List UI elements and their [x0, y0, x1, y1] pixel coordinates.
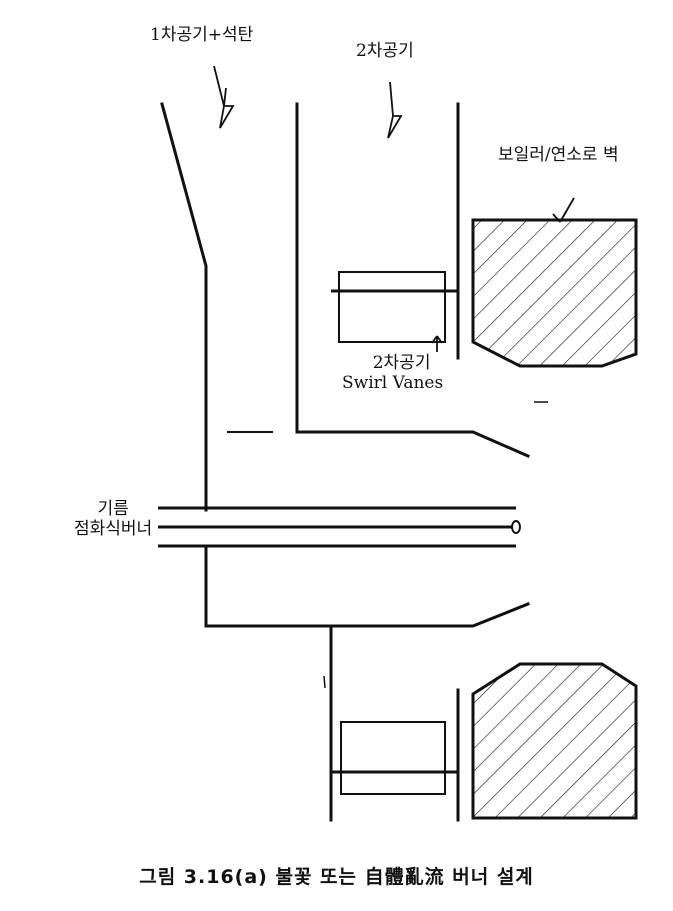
- label-oil-ignition: 기름 점화식버너: [74, 499, 153, 539]
- label-secondary-air: 2차공기: [356, 41, 414, 61]
- primary-air-arrow: [213, 65, 235, 129]
- swirl-vanes-lower: [340, 721, 446, 795]
- label-primary-air-coal: 1차공기+석탄: [150, 25, 254, 45]
- label-swirl-vanes: 2차공기 Swirl Vanes: [342, 353, 444, 393]
- wall-pointer-arrow: [552, 197, 575, 223]
- label-swirl-vanes-line1: 2차공기: [372, 353, 431, 373]
- figure-caption: 그림 3.16(a) 불꽃 또는 自體亂流 버너 설계: [139, 866, 534, 888]
- furnace-wall-lower: [471, 662, 638, 820]
- lower-burner-wall: [204, 602, 530, 628]
- primary-duct-wall: [160, 102, 208, 512]
- label-boiler-wall: 보일러/연소로 벽: [498, 145, 619, 165]
- swirl-vanes-pointer: [431, 335, 443, 352]
- secondary-duct-inner-wall: [295, 102, 530, 458]
- label-oil-ignition-line2: 점화식버너: [74, 518, 153, 539]
- secondary-air-arrow: [387, 81, 403, 139]
- label-swirl-vanes-line2: Swirl Vanes: [342, 372, 444, 393]
- furnace-wall-upper: [471, 218, 638, 368]
- label-oil-ignition-line1: 기름: [97, 499, 129, 519]
- stray-mark: [323, 675, 326, 689]
- lance-tip: [511, 520, 521, 534]
- swirl-vanes-upper: [338, 271, 446, 343]
